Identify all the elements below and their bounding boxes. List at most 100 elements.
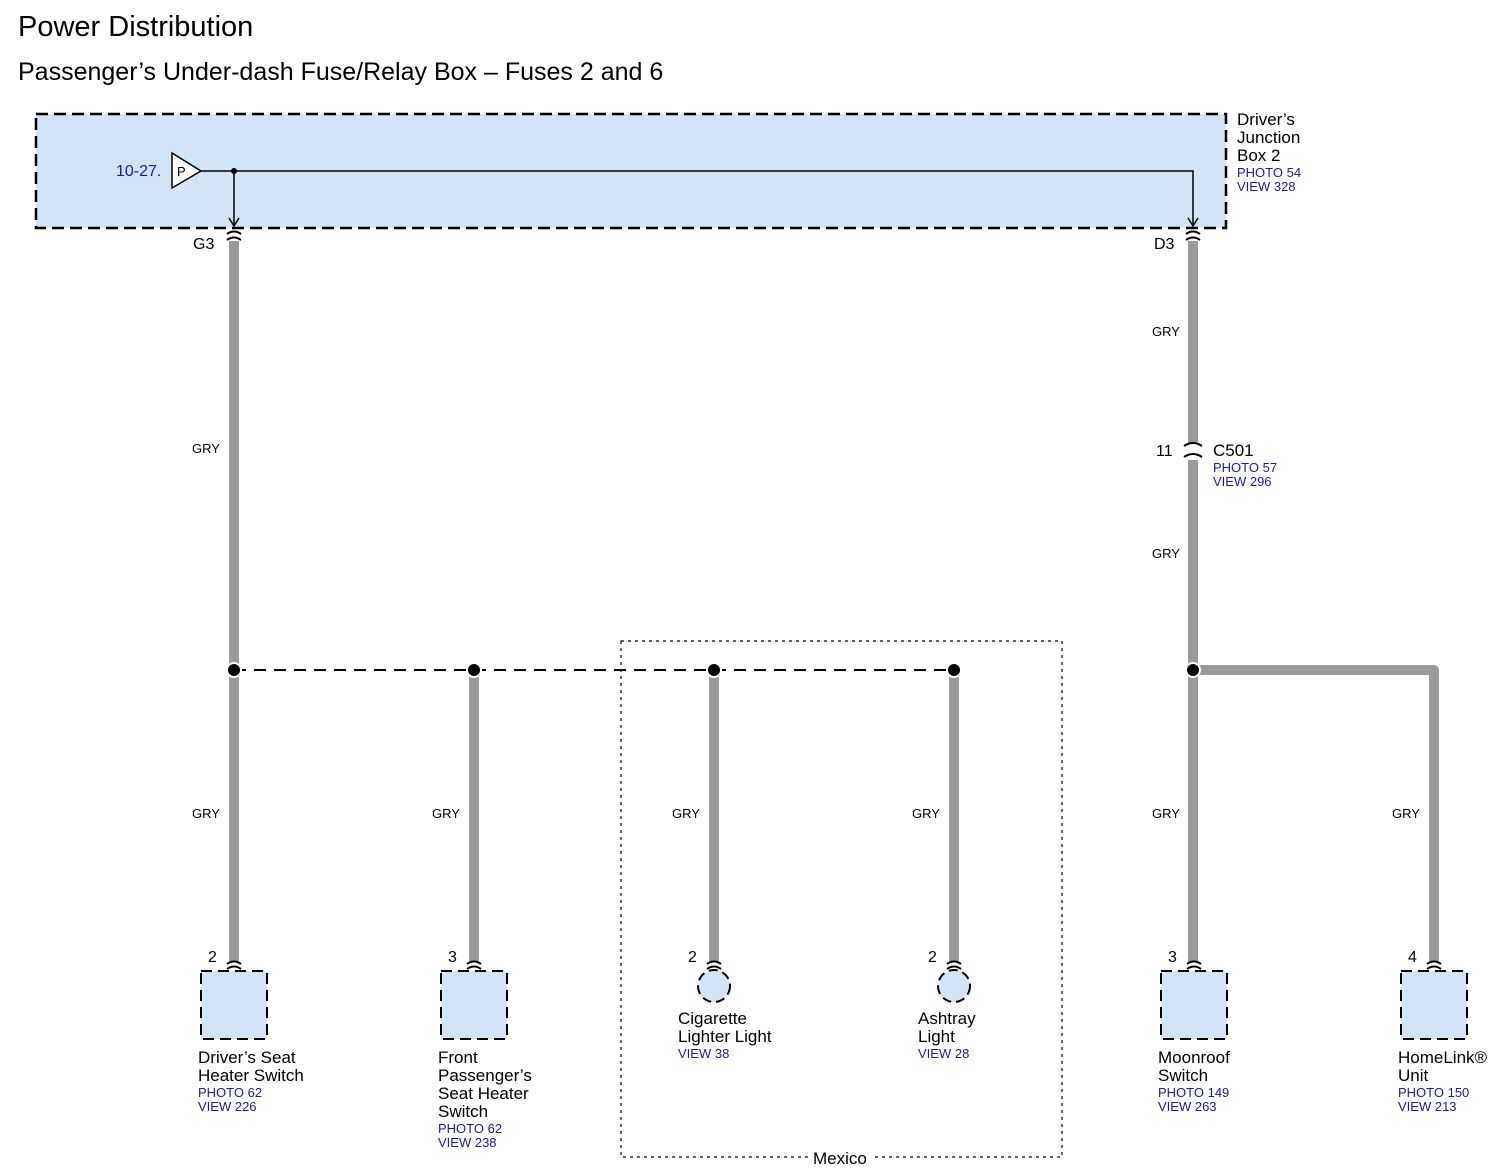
component-reference-link[interactable]: PHOTO 62 — [198, 1085, 262, 1100]
splice-points — [226, 662, 1201, 678]
wires — [229, 241, 1439, 962]
junction-box-name-line: Box 2 — [1237, 146, 1280, 165]
wire-color-label: GRY — [192, 441, 220, 456]
mexico-label-background — [808, 1147, 874, 1167]
internal-bus-line — [201, 170, 1194, 224]
component-name-line: Switch — [1158, 1066, 1208, 1085]
mexico-region-box — [620, 640, 1063, 1158]
junction-box-label: Driver’s Junction Box 2 PHOTO 54 VIEW 32… — [1237, 110, 1301, 194]
bulb-icon — [697, 969, 731, 1003]
bulb-icon — [937, 969, 971, 1003]
junction-box-name-line: Driver’s — [1237, 110, 1295, 129]
component-name-line: Switch — [438, 1102, 488, 1121]
terminal-connector-icon — [1185, 236, 1201, 241]
connector-c501-photo-link[interactable]: PHOTO 57 — [1213, 460, 1277, 475]
pin-connector-icon — [946, 965, 962, 970]
component-name-line: Front — [438, 1048, 478, 1067]
splice-dot — [946, 662, 962, 678]
wire-color-label: GRY — [1152, 806, 1180, 821]
splice-dot — [226, 662, 242, 678]
wire-homelink — [1193, 665, 1439, 962]
switch-box-icon — [1400, 970, 1468, 1040]
component-reference-link[interactable]: PHOTO 150 — [1398, 1085, 1469, 1100]
wire-color-label: GRY — [192, 806, 220, 821]
switch-box-icon — [440, 970, 508, 1040]
power-source-icon — [171, 151, 203, 190]
connector-c501-icon — [1183, 442, 1203, 447]
component-reference-link[interactable]: VIEW 28 — [918, 1046, 969, 1061]
wire-color-labels: GRY GRY GRY GRY GRY GRY GRY GRY GRY — [192, 324, 1420, 821]
component-pin: 2 — [208, 949, 217, 966]
wire-color-label: GRY — [1152, 546, 1180, 561]
arrow-down-icon — [228, 217, 240, 228]
pin-connector-icon — [706, 965, 722, 970]
component-pin: 3 — [1168, 949, 1177, 966]
component-reference-link[interactable]: VIEW 213 — [1398, 1099, 1457, 1114]
pin-connector-icon — [946, 960, 962, 965]
splice-dot — [231, 168, 237, 174]
component-reference-link[interactable]: PHOTO 149 — [1158, 1085, 1229, 1100]
pin-connector-icon — [1426, 965, 1442, 970]
page-subtitle: Passenger’s Under-dash Fuse/Relay Box – … — [18, 58, 663, 86]
component-name-line: Lighter Light — [678, 1027, 772, 1046]
page-title: Power Distribution — [18, 11, 253, 43]
pin-connector-icon — [1186, 965, 1202, 970]
switch-box-icon — [200, 970, 268, 1040]
component-reference-link[interactable]: VIEW 38 — [678, 1046, 729, 1061]
component-name-line: Passenger’s — [438, 1066, 532, 1085]
pin-connector-icon — [1186, 960, 1202, 965]
pin-connector-icon — [466, 965, 482, 970]
junction-box-photo-link[interactable]: PHOTO 54 — [1237, 165, 1301, 180]
power-reference-link[interactable]: 10-27. — [116, 163, 161, 180]
wire-color-label: GRY — [432, 806, 460, 821]
power-source-symbol: P — [177, 164, 186, 179]
component-name-line: Cigarette — [678, 1009, 747, 1028]
component-name-line: HomeLink® — [1398, 1048, 1488, 1067]
component-name-line: Driver’s Seat — [198, 1048, 296, 1067]
pin-connector-icon — [226, 965, 242, 970]
component-reference-link[interactable]: PHOTO 62 — [438, 1121, 502, 1136]
terminal-g3-label: G3 — [193, 236, 214, 253]
wire-color-label: GRY — [1392, 806, 1420, 821]
component-reference-link[interactable]: VIEW 226 — [198, 1099, 257, 1114]
component-name-line: Seat Heater — [438, 1084, 529, 1103]
component-pin: 2 — [928, 949, 937, 966]
switch-box-icon — [1160, 970, 1228, 1040]
pin-connector-icon — [466, 960, 482, 965]
connector-c501-view-link[interactable]: VIEW 296 — [1213, 474, 1272, 489]
component-name-line: Unit — [1398, 1066, 1429, 1085]
terminal-d3-label: D3 — [1154, 236, 1175, 253]
wire-color-label: GRY — [912, 806, 940, 821]
component-name-line: Light — [918, 1027, 955, 1046]
terminal-connector-icon — [226, 236, 242, 241]
component-reference-link[interactable]: VIEW 238 — [438, 1135, 497, 1150]
junction-box-view-link[interactable]: VIEW 328 — [1237, 179, 1296, 194]
component-reference-link[interactable]: VIEW 263 — [1158, 1099, 1217, 1114]
junction-box-name-line: Junction — [1237, 128, 1300, 147]
pin-connector-icon — [1426, 960, 1442, 965]
component-name-line: Ashtray — [918, 1009, 976, 1028]
component-pin: 3 — [448, 949, 457, 966]
arrow-down-icon — [1187, 217, 1199, 228]
component-pin: 4 — [1408, 949, 1417, 966]
connector-c501-icon — [1183, 453, 1203, 458]
connector-c501-name: C501 — [1213, 441, 1254, 460]
pin-connector-icon — [226, 960, 242, 965]
wire-color-label: GRY — [1152, 324, 1180, 339]
pin-connector-icon — [706, 960, 722, 965]
wire-color-label: GRY — [672, 806, 700, 821]
connector-c501-pin: 11 — [1156, 443, 1173, 460]
component-pin: 2 — [688, 949, 697, 966]
splice-dot — [1185, 662, 1201, 678]
splice-dot — [466, 662, 482, 678]
splice-dot — [706, 662, 722, 678]
terminal-connector-icon — [1185, 230, 1201, 235]
